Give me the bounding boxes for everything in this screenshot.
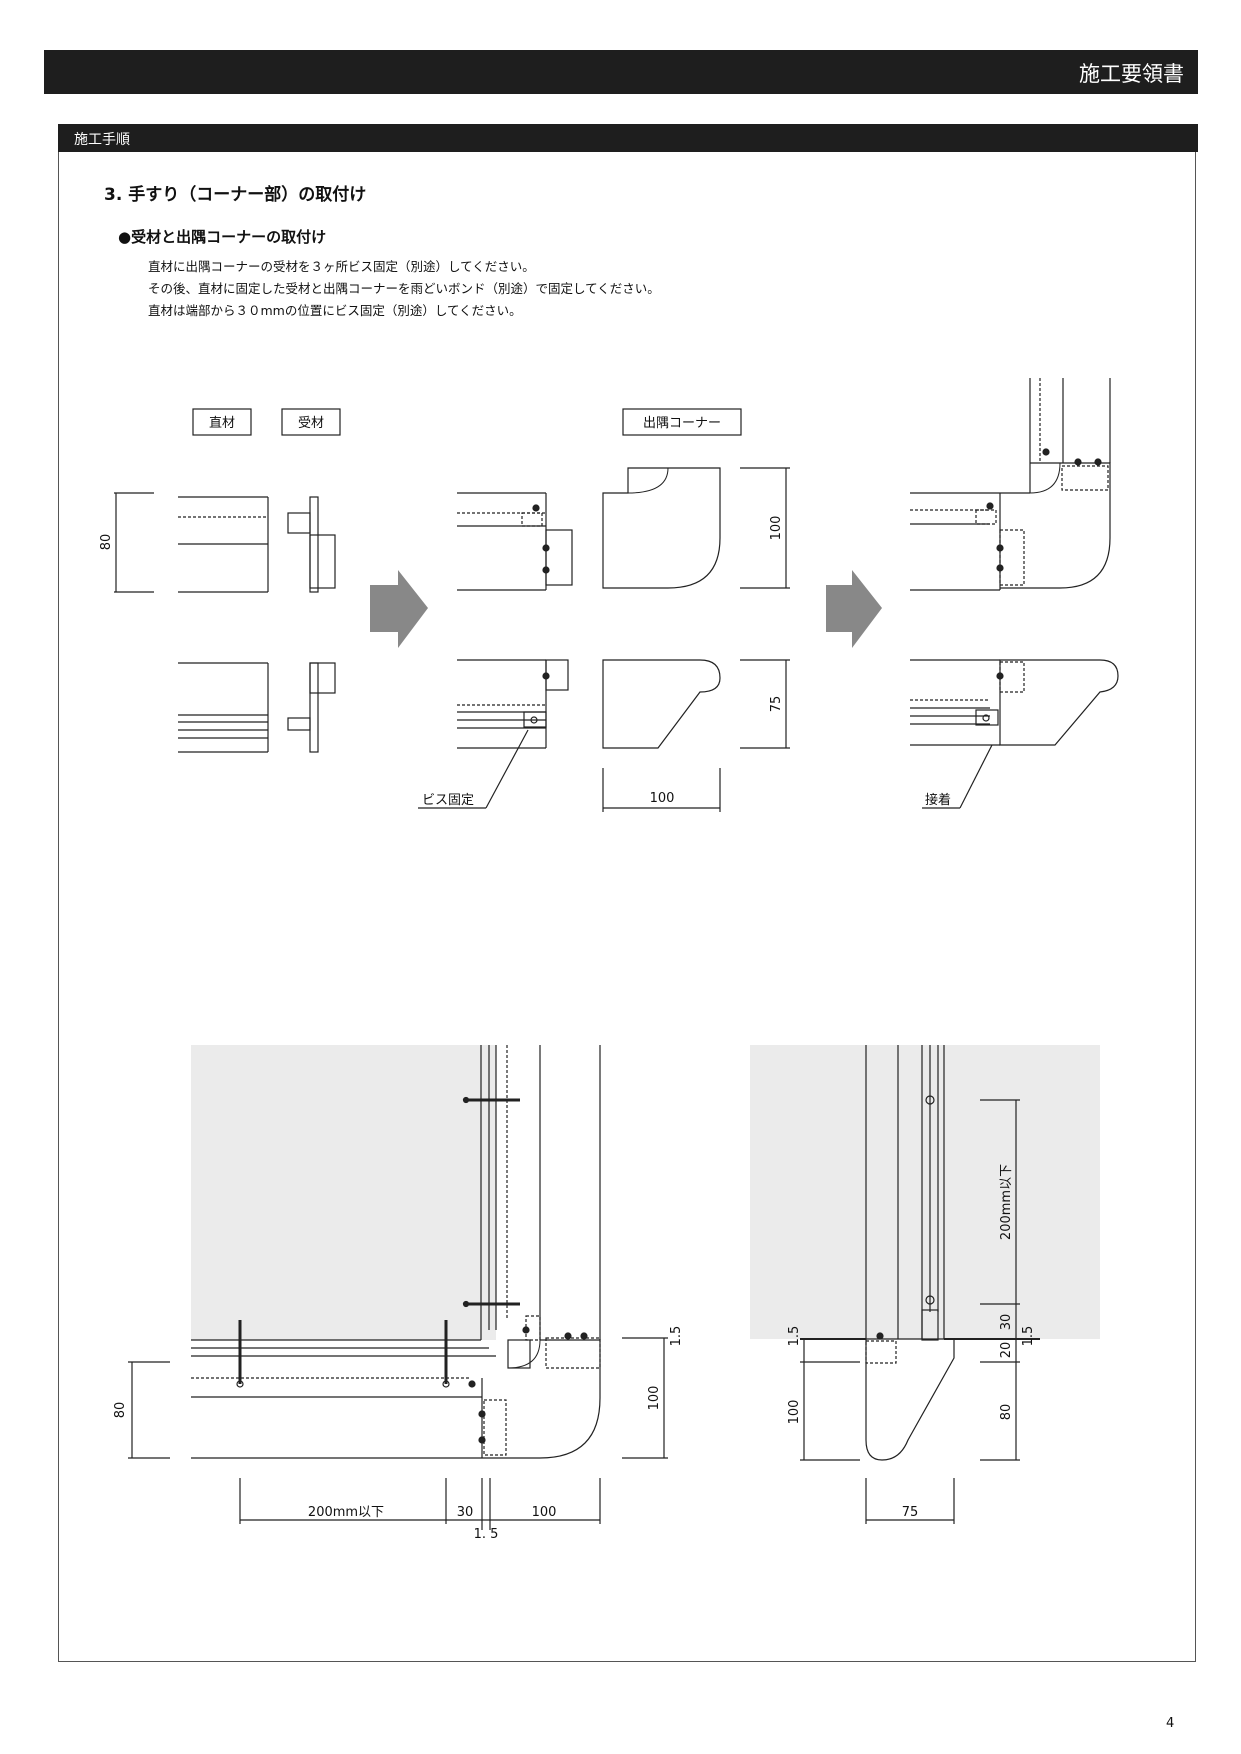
svg-text:1.5: 1.5	[1021, 1326, 1036, 1347]
corner-side-view	[602, 659, 721, 749]
svg-text:出隅コーナー: 出隅コーナー	[643, 416, 721, 431]
receiver-top-view	[287, 496, 336, 593]
elevation-detail	[800, 1045, 1040, 1461]
receiver-side-view	[287, 662, 336, 753]
wall-area-right	[750, 1045, 1100, 1339]
section-label: 施工手順	[74, 132, 130, 148]
svg-text:接着: 接着	[925, 792, 951, 808]
label-corner: 出隅コーナー	[622, 408, 742, 436]
instruction-line: 直材に出隅コーナーの受材を３ヶ所ビス固定（別途）してください。	[148, 259, 535, 274]
label-receiver: 受材	[281, 408, 341, 436]
document-title: 施工要領書	[1079, 62, 1184, 86]
section-bar: 施工手順	[58, 124, 1198, 152]
final-side-view	[910, 659, 1119, 746]
svg-text:100: 100	[532, 1505, 557, 1520]
svg-text:100: 100	[769, 516, 784, 541]
dim-right-plan: 1.5 100	[622, 1326, 684, 1459]
svg-text:1.5: 1.5	[787, 1326, 802, 1347]
dim-right-elevation: 200mm以下 30 20 1.5 80	[980, 1099, 1036, 1461]
dim-80-lower: 80	[113, 1361, 170, 1459]
label-straight: 直材	[192, 408, 252, 436]
final-top-view	[910, 378, 1111, 591]
svg-text:100: 100	[787, 1400, 802, 1425]
dim-bottom-plan: 200mm以下 30 100 1. 5	[239, 1478, 601, 1542]
svg-text:100: 100	[650, 791, 675, 806]
dim-80-upper: 80	[99, 492, 154, 593]
straight-side-view	[178, 662, 269, 753]
svg-text:75: 75	[769, 696, 784, 713]
svg-text:75: 75	[902, 1505, 919, 1520]
svg-text:80: 80	[113, 1402, 128, 1419]
svg-text:受材: 受材	[298, 416, 324, 431]
dim-100-horizontal: 100	[602, 768, 721, 812]
arrow-right-icon	[370, 570, 428, 648]
svg-text:80: 80	[999, 1404, 1014, 1421]
wall-area-left	[191, 1045, 496, 1340]
svg-text:1. 5: 1. 5	[474, 1527, 499, 1542]
svg-text:100: 100	[647, 1386, 662, 1411]
straight-top-view	[178, 496, 269, 593]
svg-text:80: 80	[99, 534, 114, 551]
svg-text:1.5: 1.5	[669, 1326, 684, 1347]
dim-left-elevation: 1.5 100	[787, 1326, 860, 1461]
callout-screw-fix: ビス固定	[418, 729, 529, 809]
plan-detail	[191, 1045, 601, 1459]
svg-text:直材: 直材	[209, 416, 235, 431]
instruction-line: 直材は端部から３０mmの位置にビス固定（別途）してください。	[148, 303, 522, 318]
step-title: 3. 手すり（コーナー部）の取付け	[104, 185, 367, 205]
svg-text:30: 30	[999, 1314, 1014, 1331]
assembled-top-view	[457, 492, 573, 591]
svg-text:200mm以下: 200mm以下	[999, 1164, 1014, 1240]
dim-bottom-elevation: 75	[865, 1478, 955, 1524]
instruction-line: その後、直材に固定した受材と出隅コーナーを雨どいボンド（別途）で固定してください…	[148, 281, 660, 296]
corner-top-view	[602, 467, 721, 589]
dim-100-upper: 100	[740, 467, 790, 589]
instructions: 直材に出隅コーナーの受材を３ヶ所ビス固定（別途）してください。 その後、直材に固…	[148, 256, 660, 322]
svg-text:200mm以下: 200mm以下	[308, 1505, 384, 1520]
dim-75-upper: 75	[740, 659, 790, 749]
svg-text:30: 30	[457, 1505, 474, 1520]
content-frame	[58, 152, 1196, 1662]
subsection-title: ●受材と出隅コーナーの取付け	[118, 228, 327, 246]
header-bar: 施工要領書	[44, 50, 1198, 94]
svg-text:ビス固定: ビス固定	[422, 793, 474, 808]
callout-adhesive: 接着	[922, 744, 993, 809]
assembled-side-view	[457, 659, 569, 749]
arrow-right-icon	[826, 570, 882, 648]
page-number: 4	[1166, 1716, 1175, 1731]
svg-text:20: 20	[999, 1342, 1014, 1359]
